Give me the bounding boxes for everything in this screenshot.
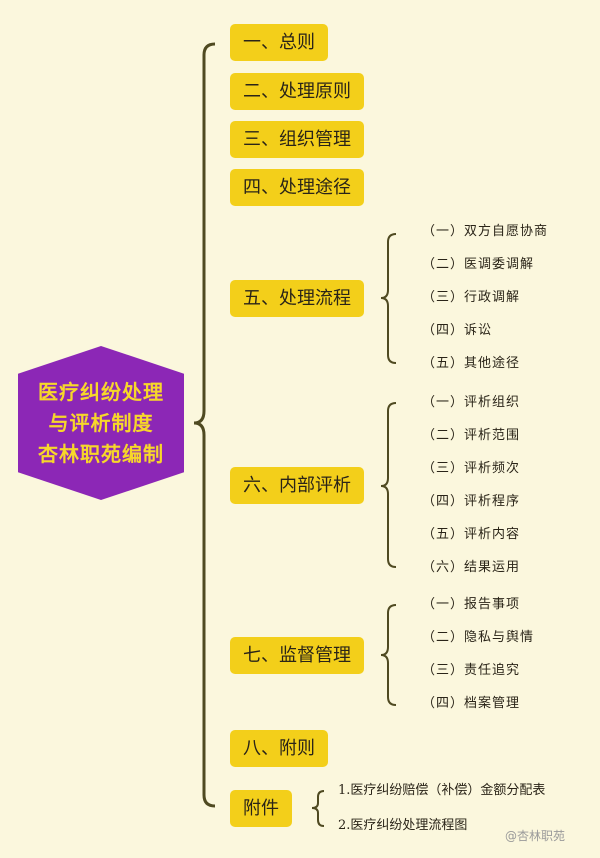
process-item-1: （一）双方自愿协商 bbox=[422, 224, 549, 239]
section-general: 一、总则 bbox=[230, 24, 328, 61]
section-attachments: 附件 bbox=[230, 790, 292, 827]
bracket-section-5 bbox=[380, 233, 397, 364]
root-title: 医疗纠纷处理 与评析制度 杏林职苑编制 bbox=[38, 377, 164, 470]
section-internal-review: 六、内部评析 bbox=[230, 467, 364, 504]
supervision-item-1: （一）报告事项 bbox=[422, 597, 521, 612]
supervision-item-3: （三）责任追究 bbox=[422, 663, 521, 678]
process-item-3: （三）行政调解 bbox=[422, 290, 521, 305]
section-principles: 二、处理原则 bbox=[230, 73, 364, 110]
section-supplementary: 八、附则 bbox=[230, 730, 328, 767]
root-node: 医疗纠纷处理 与评析制度 杏林职苑编制 bbox=[18, 346, 184, 500]
root-title-line-3: 杏林职苑编制 bbox=[38, 441, 164, 466]
root-title-line-1: 医疗纠纷处理 bbox=[38, 379, 164, 404]
bracket-section-7 bbox=[380, 604, 397, 706]
attachment-item-1: 1.医疗纠纷赔偿（补偿）金额分配表 bbox=[338, 783, 546, 798]
root-title-line-2: 与评析制度 bbox=[48, 410, 154, 435]
supervision-item-2: （二）隐私与舆情 bbox=[422, 630, 535, 645]
review-item-3: （三）评析频次 bbox=[422, 461, 521, 476]
section-supervision: 七、监督管理 bbox=[230, 637, 364, 674]
watermark: @杏林职苑 bbox=[505, 829, 566, 843]
section-process: 五、处理流程 bbox=[230, 280, 364, 317]
review-item-6: （六）结果运用 bbox=[422, 560, 521, 575]
process-item-4: （四）诉讼 bbox=[422, 323, 493, 338]
attachment-item-2: 2.医疗纠纷处理流程图 bbox=[338, 818, 468, 833]
bracket-section-6 bbox=[380, 402, 397, 568]
review-item-2: （二）评析范围 bbox=[422, 428, 521, 443]
section-channels: 四、处理途径 bbox=[230, 169, 364, 206]
review-item-5: （五）评析内容 bbox=[422, 527, 521, 542]
section-organization: 三、组织管理 bbox=[230, 121, 364, 158]
supervision-item-4: （四）档案管理 bbox=[422, 696, 521, 711]
bracket-attachment bbox=[311, 790, 325, 827]
process-item-5: （五）其他途径 bbox=[422, 356, 521, 371]
main-bracket bbox=[193, 42, 216, 808]
review-item-4: （四）评析程序 bbox=[422, 494, 521, 509]
review-item-1: （一）评析组织 bbox=[422, 395, 521, 410]
process-item-2: （二）医调委调解 bbox=[422, 257, 535, 272]
